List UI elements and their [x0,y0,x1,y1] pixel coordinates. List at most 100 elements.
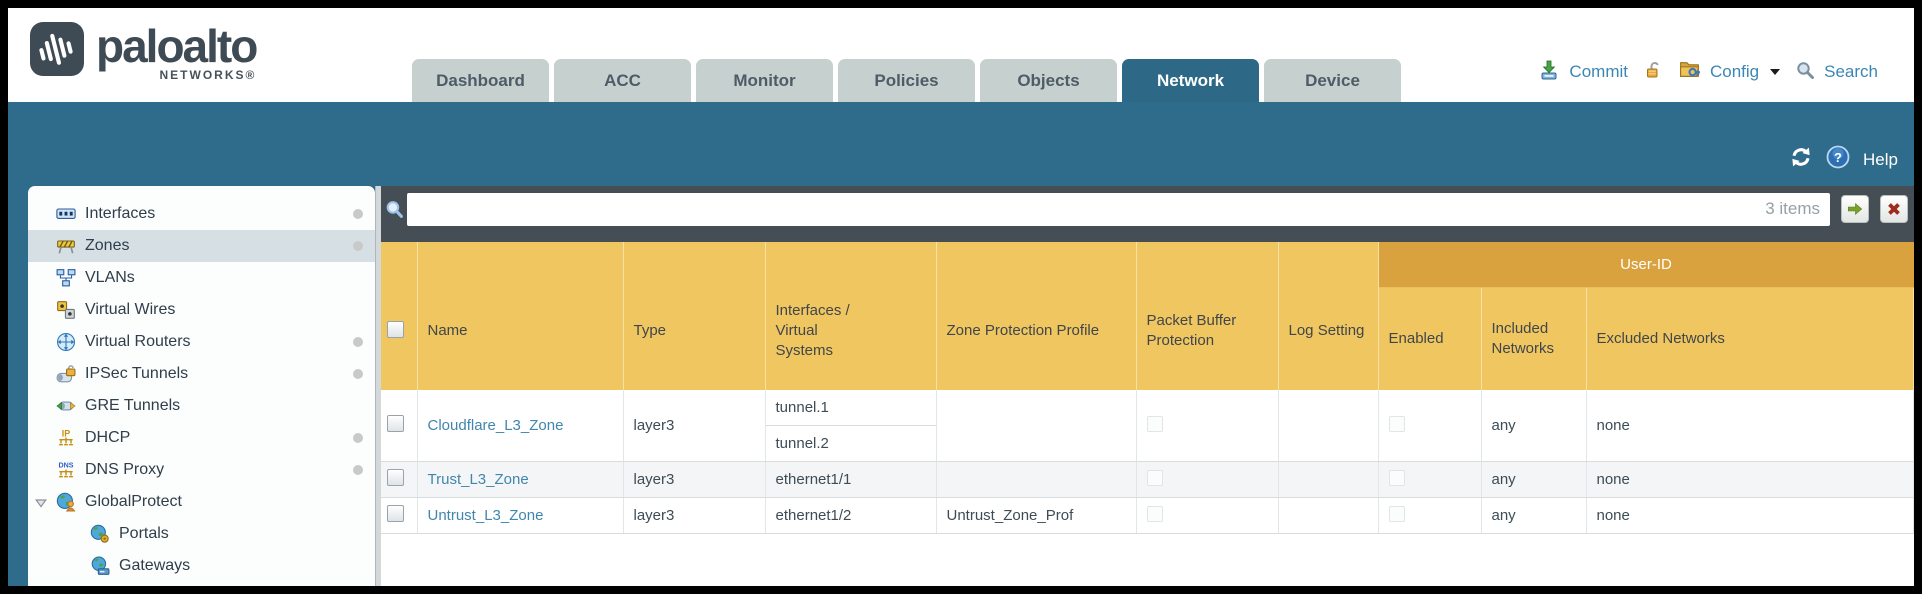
ipsec-tunnels-icon [56,364,76,384]
interface-item: ethernet1/1 [775,471,852,488]
user-id-enabled-checkbox[interactable] [1388,415,1405,432]
packet-buffer-protection-checkbox[interactable] [1146,415,1163,432]
sidebar-item-gre-tunnels[interactable]: GRE Tunnels [28,390,375,422]
sidebar-item-label: DHCP [85,429,131,446]
help-label[interactable]: Help [1863,149,1898,169]
commit-button[interactable]: Commit [1569,62,1628,81]
sidebar-item-virtual-wires[interactable]: Virtual Wires [28,294,375,326]
content-area: Interfaces Zones VLANs [8,186,1914,586]
packet-buffer-protection-checkbox[interactable] [1146,469,1163,486]
commit-icon[interactable] [1538,59,1560,86]
tab-acc[interactable]: ACC [554,59,691,102]
global-actions: Commit Config [1538,58,1878,86]
sidebar-item-dns-proxy[interactable]: DNS DNS Proxy [28,454,375,486]
tab-objects[interactable]: Objects [980,59,1117,102]
row-select-checkbox[interactable] [387,469,404,486]
zones-panel: 3 items [381,186,1914,586]
sidebar-item-interfaces[interactable]: Interfaces [28,198,375,230]
apply-filter-button[interactable] [1841,195,1869,223]
table-row-untrust: Untrust_L3_Zone layer3 ethernet1/2 Untru… [381,497,1914,534]
search-button[interactable]: Search [1824,62,1878,81]
column-header-included-networks[interactable]: Included Networks [1481,287,1587,390]
zone-type: layer3 [623,497,766,534]
excluded-networks: none [1586,461,1914,498]
search-icon[interactable] [1795,60,1815,85]
select-all-header [381,242,418,390]
tab-monitor[interactable]: Monitor [696,59,833,102]
column-header-packet-buffer-protection[interactable]: Packet Buffer Protection [1136,242,1279,390]
column-header-type[interactable]: Type [623,242,766,390]
network-sidebar: Interfaces Zones VLANs [28,186,375,586]
sidebar-item-ipsec-tunnels[interactable]: IPSec Tunnels [28,358,375,390]
status-dot [353,433,363,443]
column-header-name[interactable]: Name [417,242,624,390]
sidebar-scrollbar[interactable] [375,186,382,586]
interface-item: tunnel.2 [775,435,829,452]
config-button[interactable]: Config [1709,62,1760,81]
status-dot [353,241,363,251]
user-id-enabled-checkbox[interactable] [1388,469,1405,486]
tab-policies[interactable]: Policies [838,59,975,102]
sidebar-item-label: IPSec Tunnels [85,365,189,382]
clear-filter-button[interactable] [1880,195,1908,223]
tab-network[interactable]: Network [1122,59,1259,102]
primary-nav-tabs: Dashboard ACC Monitor Policies Objects N… [412,59,1401,102]
zone-type: layer3 [623,390,766,462]
status-dot [353,209,363,219]
excluded-networks: none [1586,497,1914,534]
zone-type: layer3 [623,461,766,498]
user-id-enabled-checkbox[interactable] [1388,505,1405,522]
refresh-icon[interactable] [1789,145,1813,174]
included-networks: any [1481,461,1587,498]
zone-name-link[interactable]: Untrust_L3_Zone [427,507,544,524]
help-icon[interactable]: ? [1826,145,1850,174]
column-header-excluded-networks[interactable]: Excluded Networks [1586,287,1914,390]
column-header-interfaces[interactable]: Interfaces / Virtual Systems [765,242,937,390]
sidebar-item-vlans[interactable]: VLANs [28,262,375,294]
log-setting [1278,497,1379,534]
sidebar-item-label: Portals [119,525,169,542]
config-icon[interactable] [1678,58,1701,86]
virtual-routers-icon [56,332,76,352]
table-row-cloudflare: Cloudflare_L3_Zone layer3 tunnel.1 tunne… [381,390,1914,462]
packet-buffer-protection-checkbox[interactable] [1146,505,1163,522]
paloalto-logo: paloalto NETWORKS® [30,20,258,82]
row-select-checkbox[interactable] [387,505,404,522]
zone-name-link[interactable]: Trust_L3_Zone [427,471,529,488]
brand-wordmark: paloalto [96,20,258,72]
sidebar-item-dhcp[interactable]: IP DHCP [28,422,375,454]
sidebar-item-label: Virtual Routers [85,333,191,350]
sidebar-item-label: GRE Tunnels [85,397,181,414]
column-group-user-id: User-ID [1378,242,1914,288]
row-select-checkbox[interactable] [387,415,404,432]
svg-text:IP: IP [62,428,70,438]
virtual-wires-icon [56,300,76,320]
column-header-zone-protection-profile[interactable]: Zone Protection Profile [936,242,1137,390]
zone-name-link[interactable]: Cloudflare_L3_Zone [427,417,564,434]
portals-icon [90,524,110,544]
sidebar-item-globalprotect[interactable]: GlobalProtect [28,486,375,518]
tab-dashboard[interactable]: Dashboard [412,59,549,102]
lock-icon[interactable] [1643,60,1663,85]
included-networks: any [1481,497,1587,534]
svg-text:DNS: DNS [58,462,73,470]
sidebar-item-virtual-routers[interactable]: Virtual Routers [28,326,375,358]
excluded-networks: none [1586,390,1914,462]
sidebar-item-gateways[interactable]: Gateways [28,550,375,582]
column-header-log-setting[interactable]: Log Setting [1278,242,1379,390]
filter-input[interactable] [407,193,1830,226]
tab-device[interactable]: Device [1264,59,1401,102]
filter-search-icon [384,199,405,225]
select-all-checkbox[interactable] [387,320,404,338]
interface-item: tunnel.1 [765,390,936,426]
config-dropdown-caret-icon[interactable] [1770,69,1781,75]
column-header-enabled[interactable]: Enabled [1378,287,1482,390]
dhcp-icon: IP [56,428,76,448]
zone-protection-profile [936,390,1137,462]
log-setting [1278,461,1379,498]
table-row-trust: Trust_L3_Zone layer3 ethernet1/1 any non… [381,461,1914,498]
sidebar-item-zones[interactable]: Zones [28,230,375,262]
sidebar-item-portals[interactable]: Portals [28,518,375,550]
paloalto-logo-mark-icon [30,22,84,76]
expand-caret-icon[interactable] [35,496,47,514]
